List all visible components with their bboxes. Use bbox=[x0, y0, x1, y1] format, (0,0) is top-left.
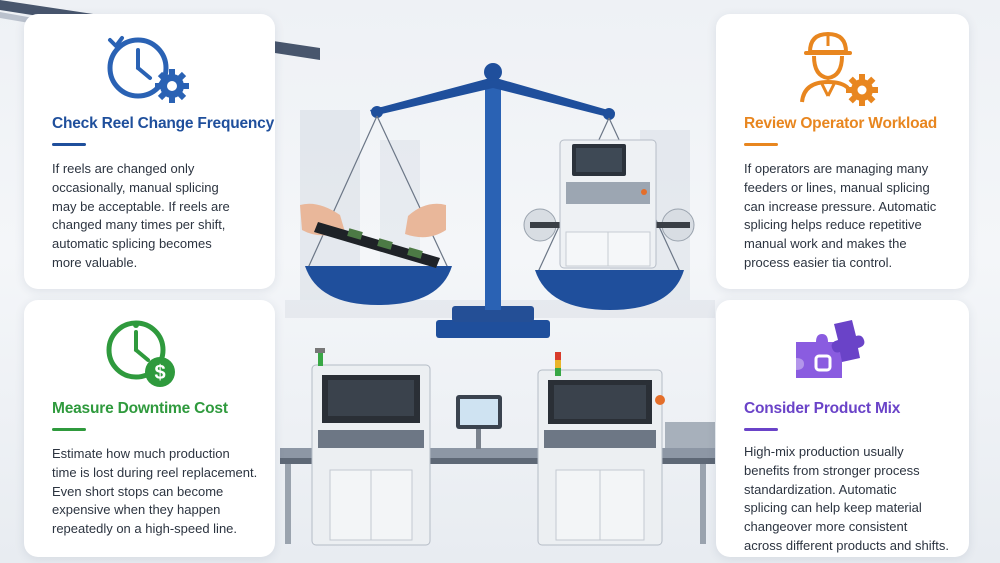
body-line: splicing helps reduce repetitive bbox=[744, 217, 922, 233]
body-line: standardization. Automatic bbox=[744, 481, 897, 497]
body-line: If operators are managing many bbox=[744, 161, 929, 176]
body-line: expensive when they happen bbox=[52, 502, 221, 518]
card-body: If reels are changed only occasionally, … bbox=[52, 160, 230, 273]
body-line: repeatedly on a high-speed line. bbox=[52, 521, 238, 537]
card-title: Check Reel Change Frequency bbox=[52, 115, 275, 132]
body-line: changed many times per shift, bbox=[52, 217, 226, 233]
title-underline bbox=[744, 143, 778, 146]
body-line: High-mix production usually bbox=[744, 444, 904, 459]
card-downtime-cost: $ Measure Downtime Cost Estimate how muc… bbox=[24, 300, 275, 557]
svg-text:$: $ bbox=[154, 362, 165, 384]
body-line: across different products and shifts. bbox=[744, 537, 949, 553]
card-product-mix: Consider Product Mix High-mix production… bbox=[716, 300, 969, 557]
clock-gear-icon bbox=[107, 36, 189, 103]
smt-production-line-icon bbox=[280, 348, 715, 546]
automatic-splicer-machine-icon bbox=[523, 139, 695, 269]
body-line: If reels are changed only bbox=[52, 161, 195, 176]
card-reel-change-frequency: Check Reel Change Frequency If reels are… bbox=[24, 14, 275, 289]
operator-gear-icon bbox=[800, 31, 878, 106]
center-illustration bbox=[280, 63, 715, 546]
body-line: benefits from stronger process bbox=[744, 462, 920, 478]
body-line: Estimate how much production bbox=[52, 446, 230, 461]
body-line: feeders or lines, manual splicing bbox=[744, 179, 930, 195]
card-body: High-mix production usually benefits fro… bbox=[744, 443, 949, 556]
body-line: occasionally, manual splicing bbox=[52, 179, 219, 195]
body-line: may be acceptable. If reels are bbox=[52, 198, 230, 214]
body-line: automatic splicing becomes bbox=[52, 236, 212, 252]
card-title: Consider Product Mix bbox=[744, 400, 901, 417]
body-line: splicing can help keep material bbox=[744, 500, 922, 516]
card-body: Estimate how much production time is los… bbox=[52, 445, 257, 539]
title-underline bbox=[744, 428, 778, 431]
card-title: Measure Downtime Cost bbox=[52, 400, 228, 417]
balance-scale-icon bbox=[305, 63, 684, 338]
title-underline bbox=[52, 428, 86, 431]
body-line: can increase pressure. Automatic bbox=[744, 198, 937, 214]
body-line: changeover more consistent bbox=[744, 519, 908, 535]
card-operator-workload: Review Operator Workload If operators ar… bbox=[716, 14, 969, 289]
body-line: Even short stops can become bbox=[52, 483, 224, 499]
body-line: more valuable. bbox=[52, 254, 138, 270]
title-underline bbox=[52, 143, 86, 146]
body-line: time is lost during reel replacement. bbox=[52, 464, 258, 480]
card-title: Review Operator Workload bbox=[744, 115, 938, 132]
puzzle-icon bbox=[796, 320, 865, 378]
body-line: manual work and makes the bbox=[744, 236, 907, 252]
card-body: If operators are managing many feeders o… bbox=[744, 160, 936, 273]
manual-splicing-hands-icon bbox=[300, 203, 446, 268]
body-line: process easier tia control. bbox=[744, 254, 893, 270]
clock-dollar-icon: $ bbox=[106, 320, 175, 387]
